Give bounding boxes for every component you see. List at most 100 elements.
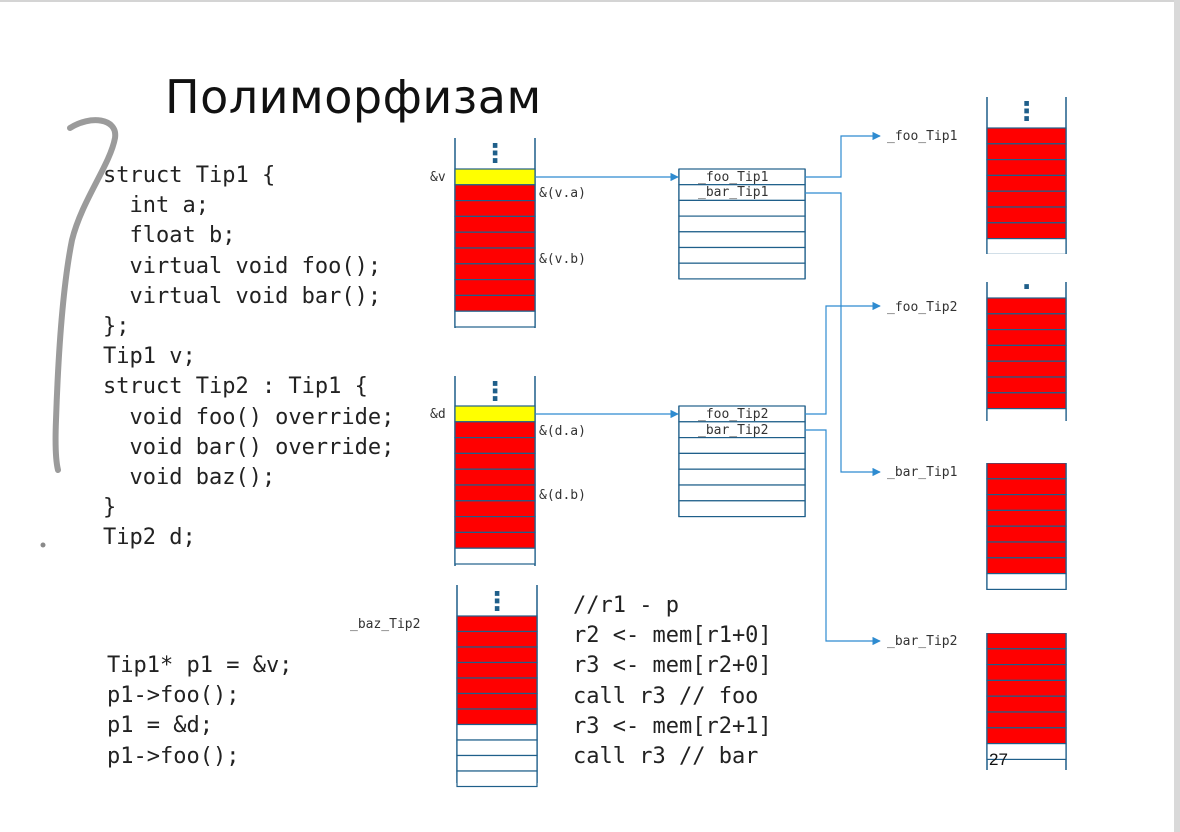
code-line: r3 <- mem[r2+0] (573, 653, 772, 679)
address-label-v-b: &(v.b) (539, 252, 586, 267)
function-bar-tip2-memory-cell (986, 727, 1067, 745)
object-d-memory-cell (454, 484, 536, 502)
code-line: r3 <- mem[r2+1] (573, 713, 772, 739)
object-d-memory-cell (454, 531, 536, 549)
function-foo-tip1-memory: ⋮ (986, 97, 1067, 256)
object-d-memory-cell (454, 452, 536, 470)
function-bar-tip2-memory-cell (986, 648, 1067, 666)
vtable-tip1-cell (678, 246, 806, 264)
code-line: Tip2 d; (103, 525, 196, 551)
function-baz-tip2-memory-cell (456, 754, 538, 772)
function-bar-tip2-memory-cell (986, 695, 1067, 713)
function-foo-tip1-memory-cell (986, 238, 1067, 256)
slide-right-border (1174, 0, 1180, 832)
function-foo-tip2-memory-cell (986, 392, 1067, 410)
function-foo-tip1-memory-cell (986, 222, 1067, 240)
function-bar-tip2-memory-cell (986, 742, 1067, 760)
vtable-tip1-cell (678, 199, 806, 217)
function-bar-tip2-memory-cell (986, 632, 1067, 650)
vtable-tip1-cell (678, 215, 806, 233)
vtable-tip2-cell (678, 484, 806, 502)
code-line: p1->foo(); (107, 683, 240, 709)
address-label-d-b: &(d.b) (539, 488, 586, 503)
vtable-tip2-cell (678, 437, 806, 455)
object-d-memory: ⋮ (454, 376, 536, 566)
function-bar-tip1-memory: ⋮ (986, 431, 1067, 590)
code-line: void baz(); (103, 465, 276, 491)
function-baz-tip2-memory-cell (456, 646, 538, 664)
function-foo-tip1-memory-cell (986, 174, 1067, 192)
pen-annotation-stroke (52, 117, 119, 473)
function-baz-tip2-memory-cell (456, 630, 538, 648)
function-bar-tip1-memory-cell (986, 572, 1067, 590)
function-bar-tip1-memory-cell (986, 478, 1067, 496)
code-line: virtual void foo(); (103, 253, 382, 279)
vtable-tip1-cell (678, 262, 806, 280)
function-foo-tip1-memory-cell (986, 143, 1067, 161)
vtable-tip2 (678, 405, 806, 518)
slide-top-border (0, 0, 1180, 2)
vtable-tip2-cell (678, 468, 806, 486)
code-line: r2 <- mem[r1+0] (573, 623, 772, 649)
vtable-tip1-entry-foo: _foo_Tip1 (698, 170, 768, 185)
function-label-baz-tip2: _baz_Tip2 (350, 617, 420, 632)
vtable-tip2-entry-foo: _foo_Tip2 (698, 407, 768, 422)
code-line: } (103, 495, 117, 521)
code-line: //r1 - p (573, 593, 679, 618)
object-d-memory-cell (454, 405, 536, 423)
vtable-tip1 (678, 168, 806, 280)
pen-annotation-dot (40, 542, 46, 548)
function-bar-tip1-memory-cell (986, 557, 1067, 575)
connector-vtable-tip1-foo (805, 131, 881, 178)
function-foo-tip1-memory-ellipsis: ⋮ (1014, 97, 1040, 127)
function-label-foo-tip2: _foo_Tip2 (887, 300, 957, 315)
object-d-memory-cell (454, 468, 536, 486)
vtable-tip2-cell (678, 500, 806, 518)
object-v-memory-cell (454, 310, 536, 328)
object-d-memory-cell (454, 421, 536, 439)
code-line: }; (103, 314, 130, 340)
page-title: Полиморфизам (165, 70, 542, 124)
function-baz-tip2-memory-cell (456, 615, 538, 633)
function-baz-tip2-memory-cell (456, 677, 538, 695)
code-line: void foo() override; (103, 404, 395, 430)
object-v-memory-cell (454, 294, 536, 312)
function-baz-tip2-memory-cell (456, 708, 538, 726)
function-foo-tip2-memory-cell (986, 360, 1067, 378)
function-foo-tip2-memory: ⋮ (986, 265, 1067, 426)
address-label-v-a: &(v.a) (539, 186, 586, 201)
function-foo-tip1-memory-cell (986, 190, 1067, 208)
function-baz-tip2-memory: ⋮ (456, 585, 538, 788)
connector-vtable-tip2-bar (805, 429, 881, 646)
connector-vtable-tip2-foo (805, 301, 881, 415)
function-column-gap (985, 590, 1068, 633)
code-line: Tip1* p1 = &v; (107, 653, 293, 678)
function-foo-tip2-memory-cell (986, 297, 1067, 315)
page-number: 27 (989, 750, 1008, 769)
object-v-memory-cell (454, 184, 536, 202)
object-d-memory-cell (454, 500, 536, 518)
vtable-tip1-cell (678, 231, 806, 249)
code-line: struct Tip2 : Tip1 { (103, 374, 368, 400)
object-v-memory-cell (454, 247, 536, 265)
function-baz-tip2-memory-cell (456, 692, 538, 710)
function-baz-tip2-memory-cell (456, 723, 538, 741)
function-foo-tip1-memory-cell (986, 206, 1067, 224)
function-bar-tip2-memory-cell (986, 663, 1067, 681)
vtable-tip2-entry-bar: _bar_Tip2 (698, 423, 768, 438)
function-foo-tip2-memory-cell (986, 329, 1067, 347)
function-baz-tip2-memory-ellipsis: ⋮ (484, 587, 510, 617)
function-foo-tip2-memory-cell (986, 313, 1067, 331)
code-line: p1 = &d; (107, 713, 213, 739)
code-line: float b; (103, 223, 236, 249)
function-bar-tip1-memory-cell (986, 509, 1067, 527)
object-v-memory-cell (454, 263, 536, 281)
function-label-foo-tip1: _foo_Tip1 (887, 129, 957, 144)
object-v-memory-cell (454, 215, 536, 233)
function-label-bar-tip1: _bar_Tip1 (887, 465, 957, 480)
code-line: int a; (103, 193, 209, 219)
address-label-d-a: &(d.a) (539, 424, 586, 439)
function-label-bar-tip2: _bar_Tip2 (887, 634, 957, 649)
code-line: call r3 // foo (573, 683, 759, 709)
